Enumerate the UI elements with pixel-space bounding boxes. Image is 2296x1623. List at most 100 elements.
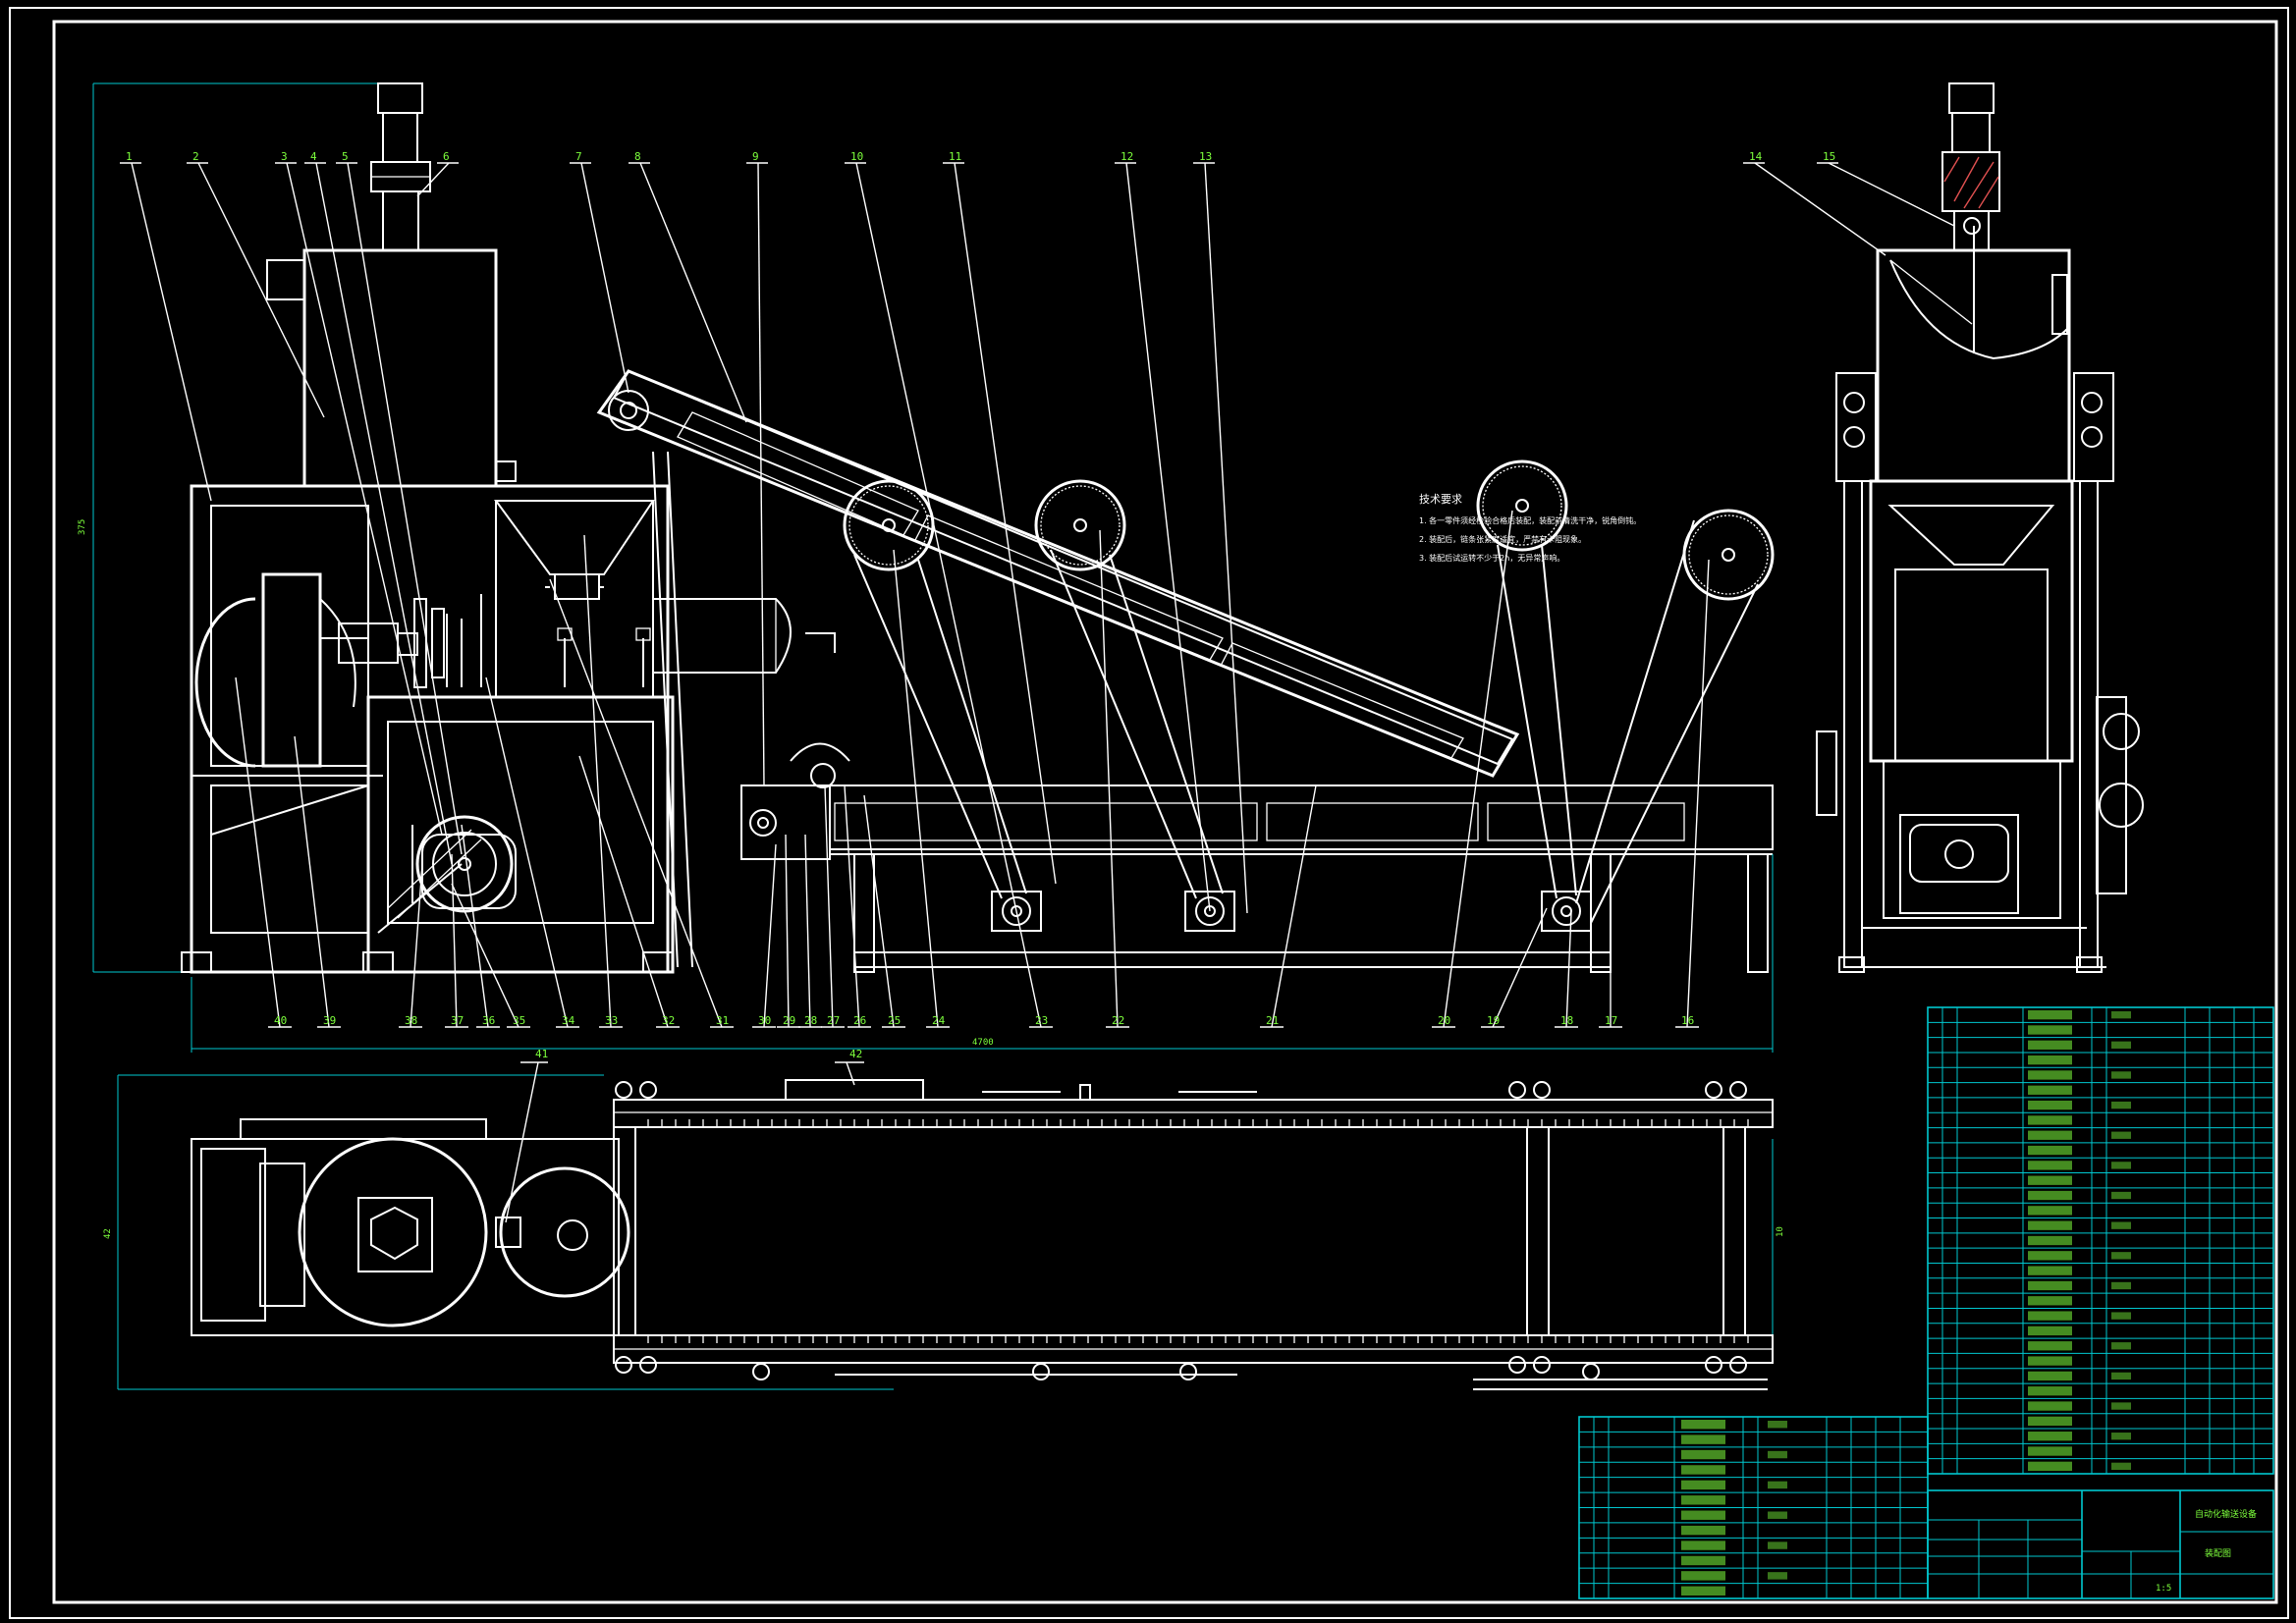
part-number-39: 39: [323, 1014, 336, 1027]
leader-line: [1204, 162, 1248, 914]
drive-belt: [1109, 554, 1224, 894]
leader-line: [804, 834, 811, 1028]
table-cell-text: [1681, 1449, 1725, 1460]
leader-line: [1015, 910, 1042, 1028]
pulley-group: [843, 460, 1775, 932]
leader-line: [844, 784, 860, 1028]
bolt: [615, 1356, 632, 1374]
table-cell-text: [1681, 1434, 1725, 1444]
part-number-22: 22: [1112, 1014, 1124, 1027]
table-cell-text: [2111, 1071, 2131, 1079]
part-number-8: 8: [634, 150, 641, 163]
drive-belt: [917, 559, 1027, 894]
drive-belt: [1575, 519, 1695, 904]
drive-belt: [1497, 544, 1558, 899]
pulley-hub: [1722, 548, 1735, 562]
pulley-small: [1552, 896, 1581, 926]
leader-line: [757, 162, 765, 786]
plan-view: 42 10 41 42: [103, 1048, 1785, 1390]
plan-bolts: [615, 1081, 1747, 1380]
table-cell-text: [1768, 1542, 1787, 1549]
table-cell-text: [1681, 1480, 1725, 1490]
part-number-28: 28: [804, 1014, 817, 1027]
technical-requirements: 技术要求 1. 各一零件须经检验合格后装配，装配前清洗干净，锐角倒钝。 2. 装…: [1419, 493, 1641, 563]
table-cell-text: [2028, 1325, 2072, 1336]
table-cell-text: [1681, 1541, 1725, 1550]
part-number-5: 5: [342, 150, 349, 163]
drive-belt: [1590, 583, 1759, 924]
table-cell-text: [2111, 1342, 2131, 1350]
table-cell-text: [1768, 1511, 1787, 1519]
table-cell-text: [2111, 1372, 2131, 1380]
dim-overall-length: 4700: [972, 1038, 994, 1048]
table-cell-text: [2028, 1386, 2072, 1396]
table-cell-text: [1681, 1555, 1725, 1566]
bolt: [615, 1081, 632, 1099]
inner-border: [52, 20, 2278, 1604]
leader-line: [639, 162, 747, 423]
leader-line: [1828, 162, 1955, 227]
table-cell-text: [2028, 1341, 2072, 1351]
table-cell-text: [1768, 1481, 1787, 1489]
part-number-14: 14: [1749, 150, 1763, 163]
parts-table-left-rows: [1579, 1417, 1928, 1598]
part-number-38: 38: [405, 1014, 417, 1027]
pulley-large: [843, 479, 935, 571]
bolt: [1179, 1363, 1197, 1380]
leader-line: [763, 843, 777, 1028]
part-number-36: 36: [482, 1014, 495, 1027]
part-number-3: 3: [281, 150, 288, 163]
table-cell-text: [2028, 1371, 2072, 1381]
leader-line: [197, 162, 325, 418]
drawing-name: 自动化输送设备: [2195, 1508, 2257, 1520]
table-cell-text: [1681, 1465, 1725, 1475]
table-cell-text: [2028, 1040, 2072, 1050]
part-number-6: 6: [443, 150, 450, 163]
side-view: [1816, 82, 2144, 973]
part-number-42: 42: [849, 1048, 862, 1060]
part-number-23: 23: [1035, 1014, 1048, 1027]
part-number-17: 17: [1605, 1014, 1617, 1027]
part-number-1: 1: [126, 150, 133, 163]
part-number-13: 13: [1199, 150, 1212, 163]
tech-req-line-2: 2. 装配后，链条张紧度适宜，严禁有卡阻现象。: [1419, 534, 1586, 544]
table-cell-text: [2028, 1416, 2072, 1427]
bolt: [1729, 1081, 1747, 1099]
bolt: [639, 1356, 657, 1374]
table-cell-text: [2028, 1100, 2072, 1110]
pulley-small: [1002, 896, 1031, 926]
bearing-block: [1184, 891, 1235, 932]
table-cell-text: [2028, 1070, 2072, 1080]
table-cell-text: [1681, 1571, 1725, 1581]
title-block: 自动化输送设备 装配图 1:5: [1927, 1489, 2274, 1599]
drive-belt: [1541, 544, 1577, 896]
outer-border: [9, 7, 2289, 1619]
part-number-2: 2: [192, 150, 199, 163]
table-cell-text: [1681, 1495, 1725, 1505]
table-cell-text: [2028, 1206, 2072, 1216]
part-number-15: 15: [1823, 150, 1835, 163]
bolt: [1508, 1356, 1526, 1374]
leader-line: [1686, 559, 1710, 1028]
part-number-29: 29: [783, 1014, 795, 1027]
table-cell-text: [2111, 1312, 2131, 1320]
pulley-large: [1034, 479, 1126, 571]
part-number-24: 24: [932, 1014, 946, 1027]
part-number-21: 21: [1266, 1014, 1279, 1027]
leader-line: [347, 162, 463, 855]
part-number-33: 33: [605, 1014, 618, 1027]
pulley-teeth: [848, 485, 929, 566]
leader-line: [451, 853, 458, 1028]
part-number-9: 9: [752, 150, 759, 163]
drawing-scale: 1:5: [2156, 1584, 2171, 1594]
table-cell-text: [1681, 1586, 1725, 1596]
drive-belt: [1050, 549, 1197, 899]
table-cell-text: [2028, 1161, 2072, 1170]
pulley-small: [1195, 896, 1225, 926]
leader-line: [485, 676, 569, 1028]
bearing-block: [1541, 891, 1592, 932]
tech-req-line-3: 3. 装配后试运转不少于2h，无异常声响。: [1419, 553, 1564, 563]
leader-line: [131, 162, 212, 502]
